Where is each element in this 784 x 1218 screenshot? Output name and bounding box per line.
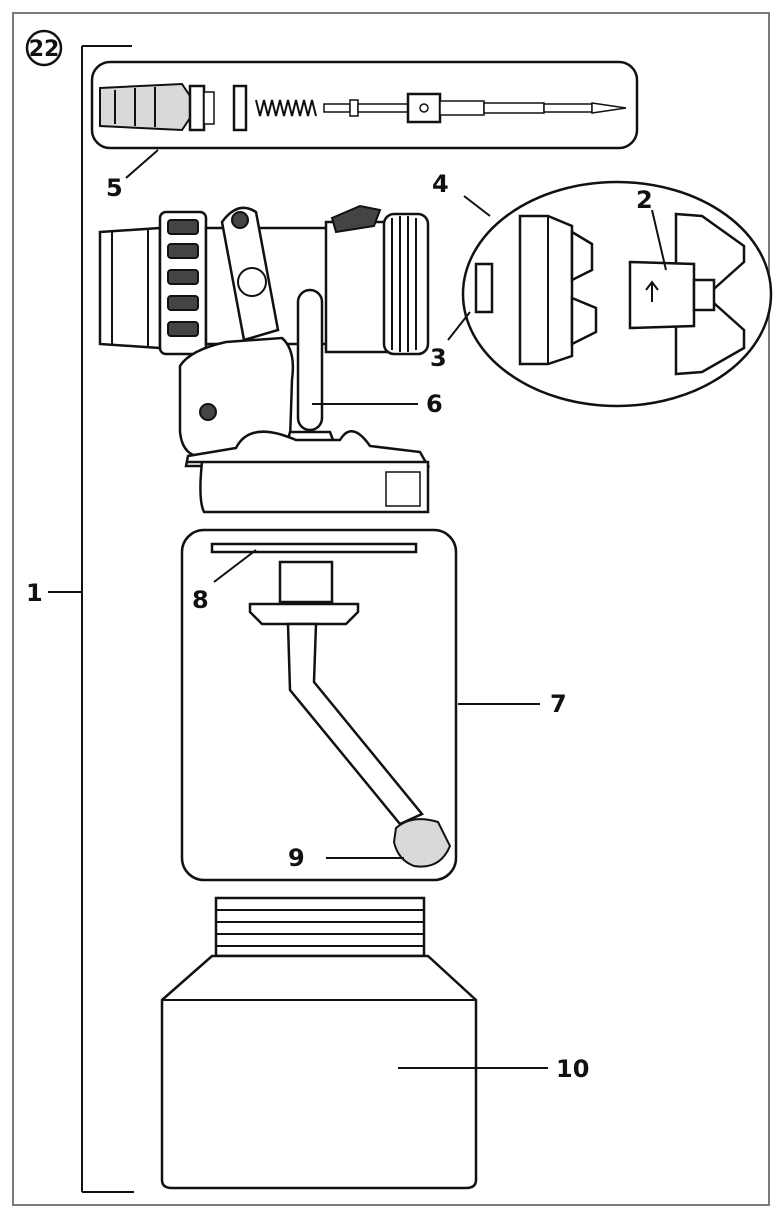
callout-3: 3 (430, 344, 447, 372)
air-cap-detail: 4 3 2 (430, 170, 773, 408)
assembly-bracket: 1 (26, 45, 134, 1193)
figure-number: 22 (29, 37, 60, 62)
callout-6: 6 (426, 390, 443, 418)
callout-4: 4 (432, 170, 449, 198)
spray-gun-head: 6 (98, 204, 443, 514)
nozzle-needle-kit: 5 (90, 60, 639, 202)
callout-1: 1 (26, 579, 43, 607)
suction-tube-assembly: 8 9 7 (180, 528, 567, 882)
diagram-frame (12, 12, 770, 1206)
figure-number-badge: 22 (25, 29, 63, 67)
paint-container: 10 (160, 896, 589, 1190)
callout-8: 8 (192, 586, 209, 614)
callout-5: 5 (106, 174, 123, 202)
callout-2: 2 (636, 186, 653, 214)
callout-9: 9 (288, 844, 305, 872)
callout-7: 7 (550, 690, 567, 718)
callout-10: 10 (556, 1055, 589, 1083)
